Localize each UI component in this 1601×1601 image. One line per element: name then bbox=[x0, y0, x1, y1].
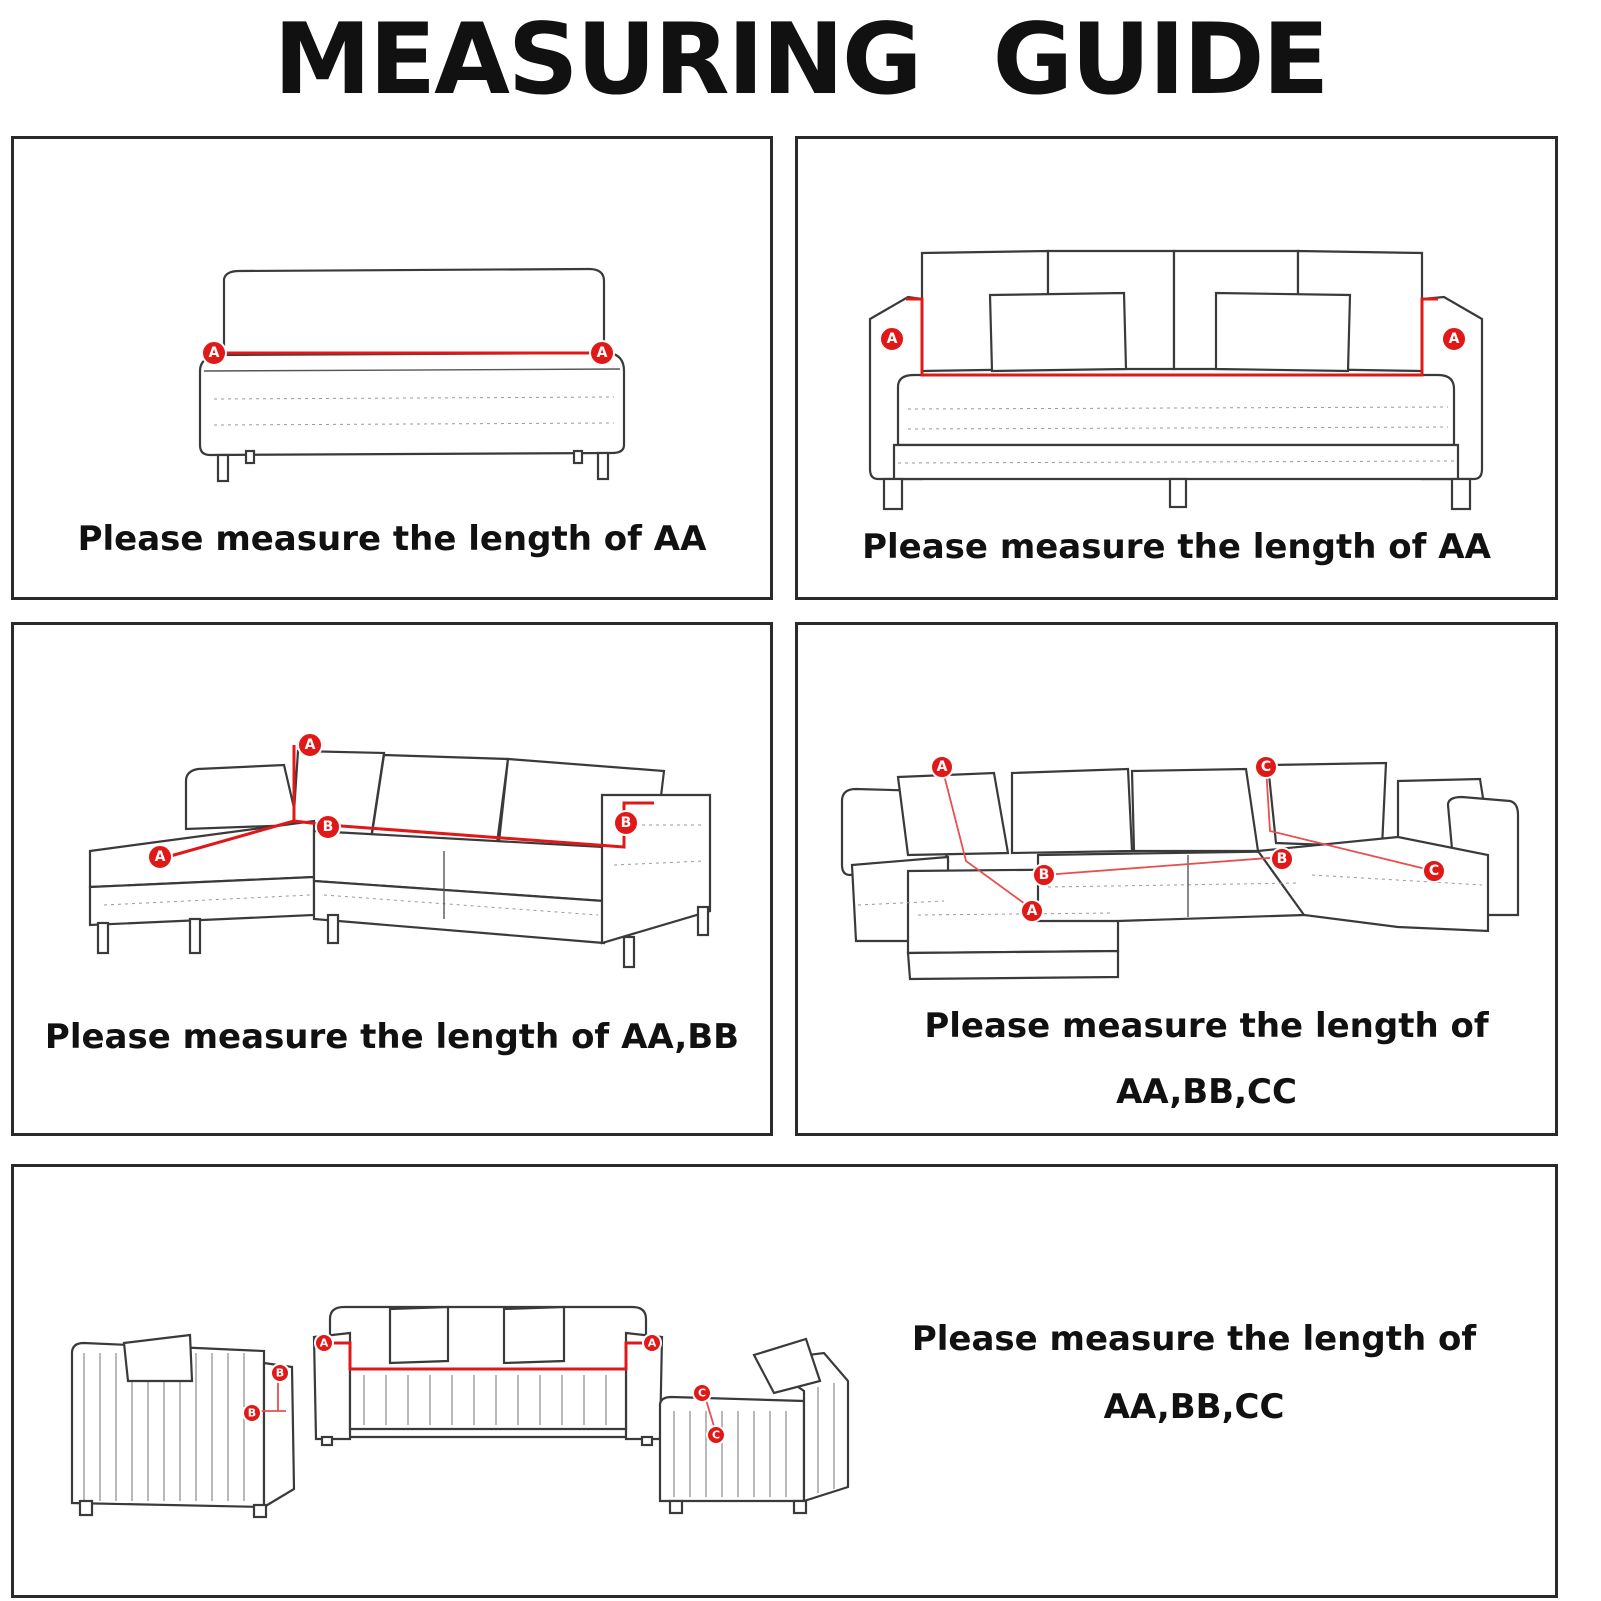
marker-a-top: A bbox=[930, 755, 954, 779]
svg-text:A: A bbox=[155, 849, 166, 865]
armless-sofa-illustration: A A bbox=[198, 267, 626, 483]
panel-armed-sofa: A A Please measure the length of AA bbox=[795, 136, 1558, 600]
marker-a-bottom: A bbox=[147, 844, 173, 870]
panel-u-shaped-sofa: A A B B C C Please measure the length of… bbox=[795, 622, 1558, 1136]
panel-armless-sofa: A A Please measure the length of AA bbox=[11, 136, 773, 600]
marker-c-top: C bbox=[692, 1383, 712, 1403]
panel-sofa-set: B B A A C C Plea bbox=[11, 1164, 1558, 1598]
marker-b-left: B bbox=[1032, 863, 1056, 887]
marker-b-bottom: B bbox=[242, 1403, 262, 1423]
marker-b-right: B bbox=[613, 810, 639, 836]
marker-a-bottom: A bbox=[1020, 899, 1044, 923]
svg-text:A: A bbox=[305, 737, 316, 753]
caption-panel-5: Please measure the length of AA,BB,CC bbox=[911, 1319, 1477, 1427]
svg-text:A: A bbox=[209, 345, 220, 361]
marker-c-top: C bbox=[1254, 755, 1278, 779]
svg-text:B: B bbox=[1277, 851, 1288, 867]
marker-c-bottom: C bbox=[1422, 859, 1446, 883]
svg-text:C: C bbox=[712, 1429, 720, 1442]
marker-b-top: B bbox=[270, 1363, 290, 1383]
u-shaped-sofa-illustration: A A B B C C bbox=[840, 755, 1520, 981]
l-shaped-sofa-illustration: A A B B bbox=[88, 732, 712, 969]
svg-text:B: B bbox=[276, 1367, 284, 1380]
svg-text:C: C bbox=[1261, 759, 1271, 775]
marker-a-left: A bbox=[201, 340, 227, 366]
armed-sofa-illustration: A A bbox=[868, 249, 1484, 511]
svg-text:B: B bbox=[248, 1407, 256, 1420]
caption-panel-4: Please measure the length of AA,BB,CC bbox=[924, 1006, 1489, 1112]
svg-text:C: C bbox=[698, 1387, 706, 1400]
svg-text:B: B bbox=[621, 815, 632, 831]
sofa-set-illustration: B B A A C C bbox=[70, 1305, 850, 1519]
marker-a-right: A bbox=[589, 340, 615, 366]
marker-c-bottom: C bbox=[706, 1425, 726, 1445]
caption-panel-3: Please measure the length of AA,BB bbox=[44, 1017, 740, 1057]
page-title: MEASURING GUIDE bbox=[273, 3, 1330, 117]
svg-text:A: A bbox=[937, 759, 948, 775]
left-armchair: B B bbox=[70, 1333, 296, 1519]
svg-text:B: B bbox=[1039, 867, 1050, 883]
svg-text:A: A bbox=[648, 1337, 657, 1350]
marker-a-right: A bbox=[642, 1333, 662, 1353]
right-armchair: C C bbox=[658, 1337, 850, 1515]
svg-text:A: A bbox=[597, 345, 608, 361]
marker-a-left: A bbox=[879, 326, 905, 352]
svg-text:B: B bbox=[323, 819, 334, 835]
svg-text:A: A bbox=[1449, 331, 1460, 347]
svg-text:A: A bbox=[887, 331, 898, 347]
marker-b-right: B bbox=[1270, 847, 1294, 871]
caption-panel-2: Please measure the length of AA bbox=[862, 527, 1491, 567]
marker-a-left: A bbox=[314, 1333, 334, 1353]
svg-text:A: A bbox=[320, 1337, 329, 1350]
three-seater-sofa: A A bbox=[312, 1305, 664, 1447]
caption-panel-1: Please measure the length of AA bbox=[77, 519, 707, 559]
marker-a-right: A bbox=[1441, 326, 1467, 352]
marker-a-top: A bbox=[297, 732, 323, 758]
panel-l-shaped-sofa: A A B B Please measure the length of AA,… bbox=[11, 622, 773, 1136]
svg-text:A: A bbox=[1027, 903, 1038, 919]
svg-text:C: C bbox=[1429, 863, 1439, 879]
marker-b-left: B bbox=[315, 814, 341, 840]
